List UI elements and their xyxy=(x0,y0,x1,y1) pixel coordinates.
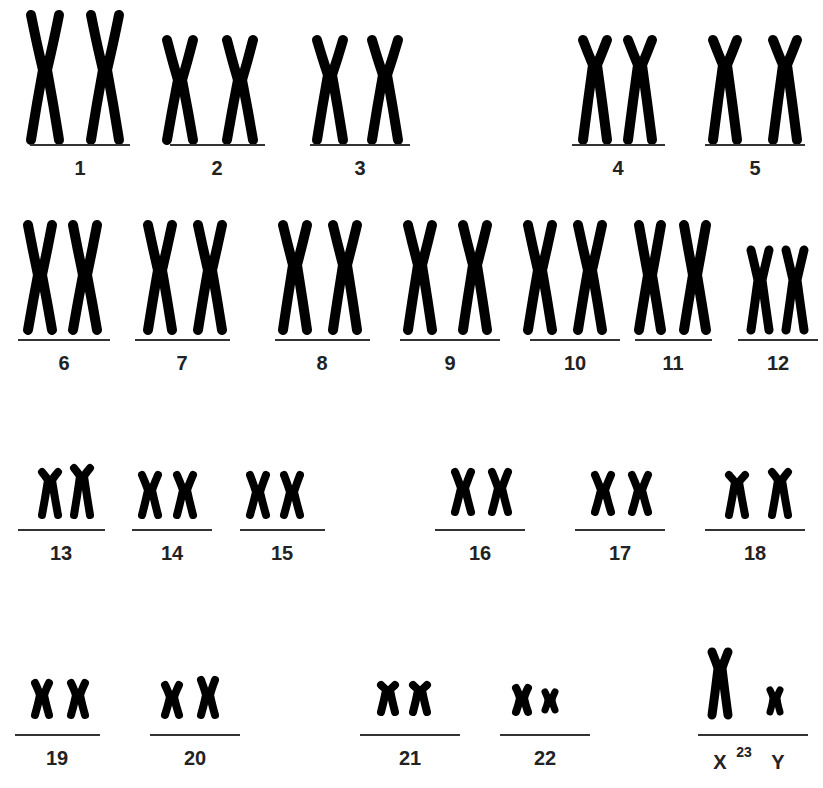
pair-number: 5 xyxy=(749,158,760,178)
underline xyxy=(15,734,100,736)
pair-number: X xyxy=(713,752,726,772)
chromosome xyxy=(167,40,193,140)
chromosome xyxy=(583,40,607,140)
chromosome xyxy=(35,683,49,715)
pair-number: 14 xyxy=(161,543,183,563)
chromosome xyxy=(772,472,788,515)
underline xyxy=(150,734,240,736)
chromosome xyxy=(31,15,59,140)
underline xyxy=(500,734,590,736)
pair-number: 23 xyxy=(736,745,752,759)
chromosome xyxy=(372,40,398,140)
underline xyxy=(240,529,325,531)
chromosome xyxy=(284,475,300,515)
chromosome xyxy=(165,685,179,715)
chromosome xyxy=(628,40,652,140)
chromosome xyxy=(148,225,172,330)
chromosome xyxy=(142,475,158,515)
chromosome xyxy=(317,40,343,140)
pair-number: Y xyxy=(771,752,784,772)
underline xyxy=(530,339,620,341)
pair-number: 12 xyxy=(767,353,789,373)
chromosome xyxy=(751,250,769,330)
underline xyxy=(435,529,525,531)
pair-number: 17 xyxy=(609,543,631,563)
pair-number: 9 xyxy=(444,353,455,373)
pair-number: 18 xyxy=(744,543,766,563)
chromosome xyxy=(381,685,395,712)
pair-number: 2 xyxy=(211,158,222,178)
chromosome xyxy=(201,680,215,715)
pair-number: 15 xyxy=(271,543,293,563)
underline xyxy=(738,339,818,341)
pair-number: 20 xyxy=(184,748,206,768)
underline xyxy=(18,529,105,531)
underline xyxy=(635,339,712,341)
pair-number: 4 xyxy=(612,158,623,178)
pair-number: 3 xyxy=(354,158,365,178)
chromosome xyxy=(713,40,737,140)
chromosome xyxy=(42,472,58,515)
underline xyxy=(30,144,130,146)
chromosomes xyxy=(28,15,804,715)
chromosome xyxy=(595,475,611,512)
chromosome xyxy=(684,225,706,330)
underline xyxy=(400,339,500,341)
chromosome xyxy=(74,468,90,515)
underline xyxy=(132,529,212,531)
pair-number: 19 xyxy=(46,748,68,768)
pair-number: 13 xyxy=(50,543,72,563)
underline xyxy=(310,144,410,146)
underline xyxy=(572,144,665,146)
underline xyxy=(360,734,460,736)
chromosome xyxy=(773,40,797,140)
underline xyxy=(170,144,265,146)
pair-number: 11 xyxy=(662,353,683,373)
chromosome xyxy=(455,472,471,512)
chromosome xyxy=(177,475,193,515)
underline xyxy=(575,529,665,531)
underline xyxy=(705,144,805,146)
pair-number: 8 xyxy=(316,353,327,373)
chromosome xyxy=(333,225,357,330)
chromosome xyxy=(786,250,804,330)
chromosome xyxy=(73,225,97,330)
pair-number: 21 xyxy=(399,748,421,768)
chromosome xyxy=(528,225,552,330)
underline xyxy=(18,339,110,341)
underline xyxy=(275,339,370,341)
underline xyxy=(135,339,230,341)
underlines xyxy=(15,145,818,735)
chromosome xyxy=(28,225,52,330)
pair-number: 10 xyxy=(564,353,586,373)
chromosome xyxy=(712,652,728,715)
chromosome xyxy=(578,225,602,330)
chromosome xyxy=(545,692,555,710)
chromosome xyxy=(283,225,307,330)
pair-number: 16 xyxy=(469,543,491,563)
chromosome xyxy=(632,475,648,512)
chromosome xyxy=(770,690,780,712)
chromosome xyxy=(91,15,119,140)
chromosome xyxy=(71,683,85,715)
chromosome xyxy=(198,225,222,330)
chromosome xyxy=(250,475,266,515)
pair-number: 1 xyxy=(74,158,85,178)
pair-number: 7 xyxy=(176,353,187,373)
chromosome xyxy=(408,225,432,330)
pair-number: 6 xyxy=(58,353,69,373)
chromosome xyxy=(516,688,528,712)
underline xyxy=(705,529,805,531)
chromosome xyxy=(492,472,508,512)
chromosome xyxy=(729,475,745,515)
pair-number: 22 xyxy=(534,748,556,768)
underline xyxy=(698,734,808,736)
chromosome xyxy=(463,225,487,330)
chromosome xyxy=(413,685,427,712)
chromosome xyxy=(639,225,661,330)
chromosome xyxy=(227,40,253,140)
